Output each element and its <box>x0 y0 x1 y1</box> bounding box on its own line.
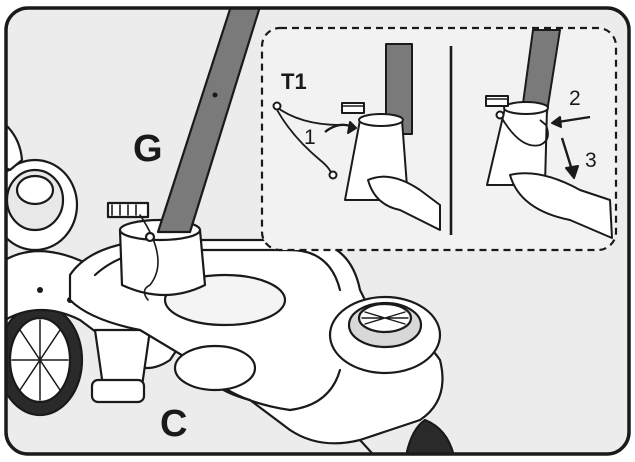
upright-tube <box>156 8 264 234</box>
label-step-3: 3 <box>585 149 597 172</box>
front-wheel <box>6 303 84 417</box>
arrow-2 <box>557 115 591 124</box>
label-t1: T1 <box>281 69 307 94</box>
arrow-3 <box>560 137 574 171</box>
bar-left <box>367 175 441 231</box>
bar-right <box>509 172 613 239</box>
pin-tool-right <box>499 114 549 147</box>
right-wheel <box>403 418 457 454</box>
detail-inset-panel <box>260 26 618 252</box>
label-step-1: 1 <box>304 126 316 149</box>
rear-wheel-hub <box>6 158 79 252</box>
chassis-top-rim <box>93 248 342 292</box>
label-step-2: 2 <box>569 87 581 110</box>
side-knob <box>328 295 442 375</box>
side-bracket <box>6 118 24 172</box>
outer-frame <box>4 6 631 456</box>
label-c: C <box>160 403 188 445</box>
label-g: G <box>133 128 163 170</box>
stem-cap <box>90 378 146 404</box>
